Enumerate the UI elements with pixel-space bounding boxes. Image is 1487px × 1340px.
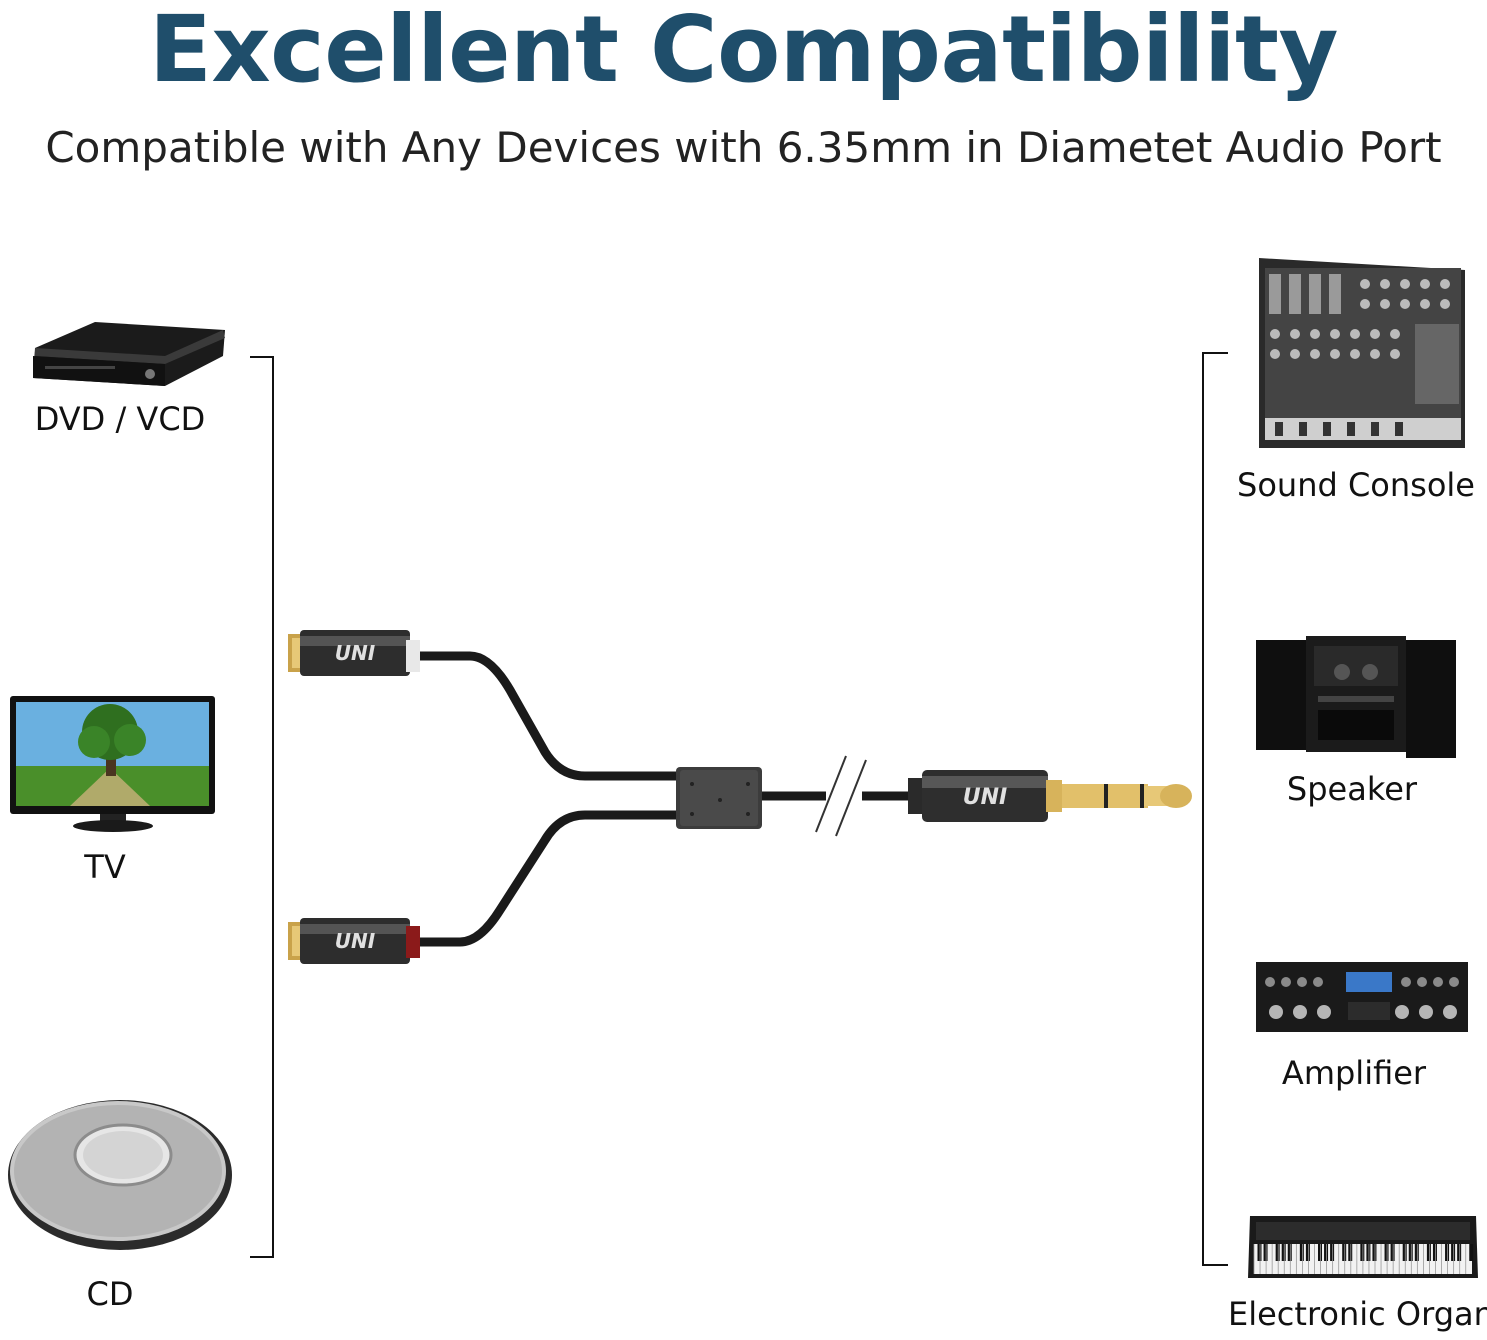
trs-6-35mm-plug-icon: UNI	[908, 770, 1192, 822]
device-label-tv: TV	[84, 848, 126, 886]
cable-break-mark	[835, 759, 867, 837]
rca-female-connector-icon: UNI	[288, 630, 420, 676]
right-bracket	[1202, 352, 1228, 1266]
mixing-console-icon	[1255, 254, 1470, 450]
device-label-amplifier: Amplifier	[1281, 1054, 1427, 1092]
left-bracket	[250, 356, 274, 1258]
page-subtitle: Compatible with Any Devices with 6.35mm …	[45, 123, 1442, 172]
page-title: Excellent Compatibility	[148, 0, 1339, 103]
device-label-cd: CD	[86, 1275, 134, 1313]
cable-brand-mark: UNI	[963, 785, 1007, 810]
cable-break-mark	[815, 755, 847, 833]
tv-icon	[10, 696, 216, 836]
device-label-electronic-organ: Electronic Organ	[1228, 1295, 1487, 1333]
device-label-dvd: DVD / VCD	[34, 400, 206, 438]
keyboard-icon	[1246, 1214, 1480, 1280]
device-label-sound-console: Sound Console	[1237, 466, 1475, 504]
speaker-system-icon	[1256, 636, 1458, 762]
device-label-speaker: Speaker	[1286, 770, 1418, 808]
cable-branch-bottom	[420, 810, 678, 947]
amplifier-icon	[1256, 962, 1470, 1034]
cable-brand-mark: UNI	[335, 641, 376, 665]
dvd-player-icon	[25, 318, 230, 390]
cable-branch-top	[420, 651, 678, 781]
rca-female-connector-icon: UNI	[288, 918, 420, 964]
cable-brand-mark: UNI	[335, 929, 376, 953]
cd-player-icon	[5, 1095, 240, 1255]
